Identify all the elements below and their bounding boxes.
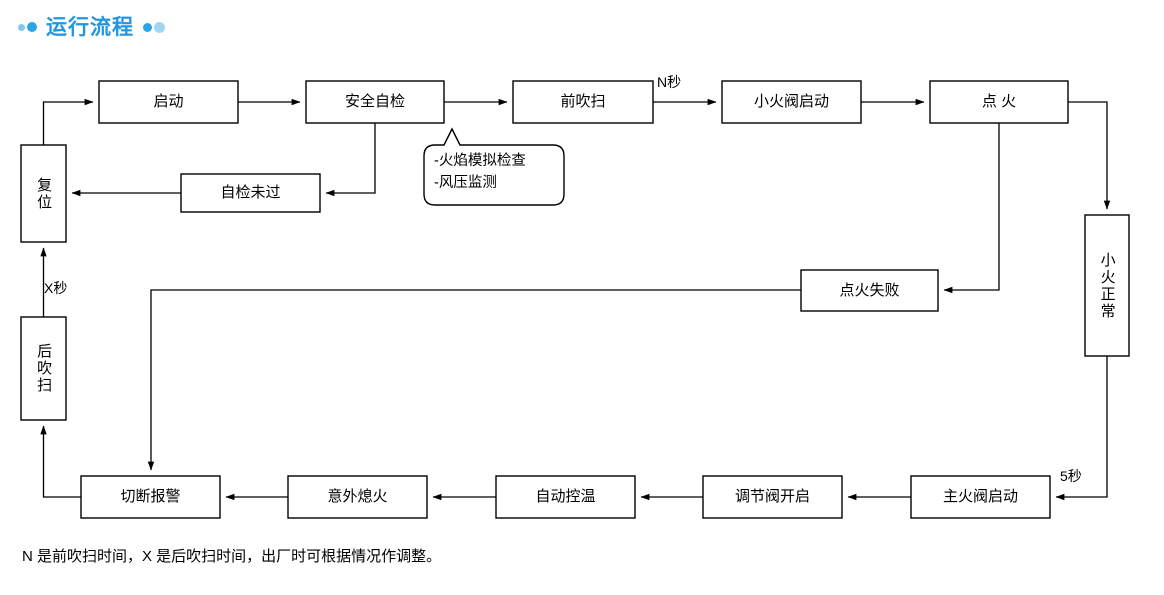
callout-safety-check-note: [423, 127, 565, 206]
edge-label-n-seconds: N秒: [657, 74, 682, 90]
footnote: N 是前吹扫时间，X 是后吹扫时间，出厂时可根据情况作调整。: [22, 548, 442, 565]
node-pre-purge[interactable]: [512, 80, 654, 124]
node-post-purge[interactable]: [20, 316, 67, 421]
callout-line-1: -火焰模拟检查: [434, 153, 526, 169]
edge-shutoff-alarm-to-post-purge: [40, 425, 81, 498]
node-auto-temp[interactable]: [495, 475, 636, 519]
edge-label-x-seconds: X秒: [44, 280, 68, 296]
node-reset[interactable]: [20, 144, 67, 243]
node-ignite-fail[interactable]: [800, 269, 939, 312]
node-flameout[interactable]: [287, 475, 428, 519]
edge-ignition-to-pilot-normal: [1068, 101, 1111, 210]
edge-label-5-seconds: 5秒: [1060, 468, 1082, 484]
title-decor-right-icon: [143, 21, 165, 33]
edge-reset-to-start: [42, 98, 94, 145]
edge-ignite-fail-to-shutoff-alarm: [147, 289, 801, 471]
page-title: 运行流程: [18, 10, 165, 44]
callout-line-2: -风压监测: [434, 175, 497, 191]
node-shutoff-alarm[interactable]: [80, 475, 221, 519]
edge-ignition-to-ignite-fail: [943, 123, 1000, 294]
node-start[interactable]: [98, 80, 239, 124]
node-check-failed[interactable]: [180, 173, 321, 213]
node-pilot-valve[interactable]: [721, 80, 862, 124]
page-title-text: 运行流程: [46, 15, 134, 39]
edge-pilot-normal-to-main-valve: [1055, 356, 1108, 501]
node-main-valve[interactable]: [910, 475, 1051, 519]
node-pilot-normal[interactable]: [1084, 214, 1130, 357]
edge-safety-check-to-check-failed: [325, 123, 376, 197]
title-decor-left-icon: [18, 22, 37, 32]
node-ignition[interactable]: [929, 80, 1069, 124]
node-safety-check[interactable]: [305, 80, 445, 124]
node-valve-open[interactable]: [702, 475, 843, 519]
